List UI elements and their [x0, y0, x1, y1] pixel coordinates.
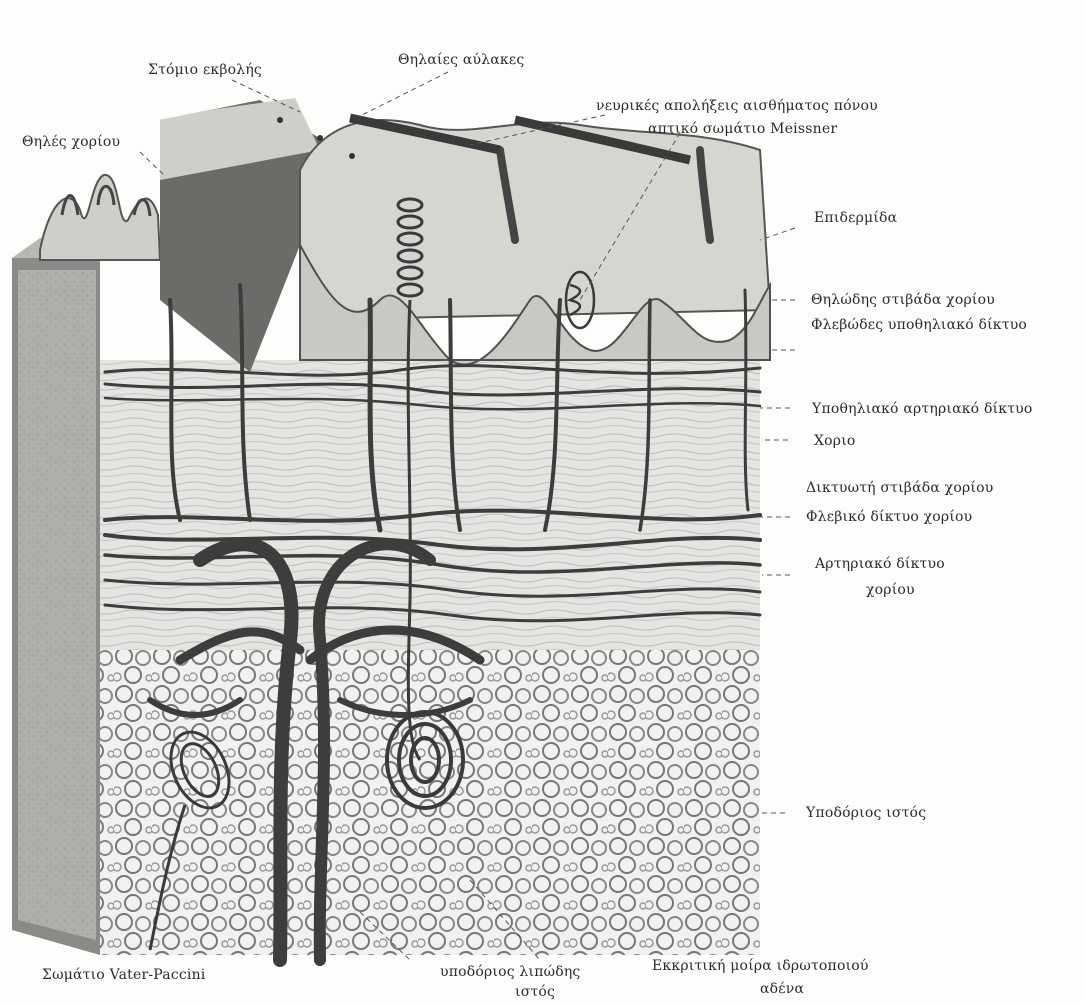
label-chorio: Χοριο	[814, 433, 856, 450]
label-neurikes-apolixeis: νευρικές απολήξεις αισθήματος πόνου	[596, 98, 878, 115]
label-flevodes-diktyo: Φλεβώδες υποθηλιακό δίκτυο	[811, 317, 1027, 334]
label-fleviko-diktyo: Φλεβικό δίκτυο χορίου	[806, 509, 972, 526]
label-arteriako-ypothiliako: Υποθηλιακό αρτηριακό δίκτυο	[812, 401, 1033, 418]
label-ypodorios-lipodis-line2: ιστός	[515, 984, 555, 1001]
dermal-papillae-left	[40, 175, 160, 260]
label-diktyoti-stivada: Δικτυωτή στιβάδα χορίου	[806, 480, 993, 497]
epidermis-layer	[160, 98, 770, 372]
subcutaneous-tissue-block	[100, 645, 760, 955]
label-thiles-choriou: Θηλές χορίου	[22, 134, 120, 151]
label-somatio-vater: Σωμάτιο Vater-Paccini	[42, 967, 205, 984]
label-thilodis-stivada: Θηλώδης στιβάδα χορίου	[811, 292, 995, 309]
label-arteriako-diktyo-line2: χορίου	[866, 582, 915, 599]
label-stomio-ekvolis: Στόμιο εκβολής	[148, 62, 262, 79]
label-ekkritiki-moira-line1: Εκκριτική μοίρα ιδρωτοποιού	[652, 958, 869, 975]
label-arteriako-diktyo-line1: Αρτηριακό δίκτυο	[815, 556, 945, 573]
label-ekkritiki-moira-line2: αδένα	[760, 981, 804, 998]
label-ypodorios-istos: Υποδόριος ιστός	[806, 805, 926, 822]
label-thilaies-aulakes: Θηλαίες αύλακες	[398, 52, 524, 69]
label-epidermida: Επιδερμίδα	[814, 210, 897, 227]
label-aptiko-somatio: απτικό σωμάτιο Meissner	[648, 121, 837, 138]
label-ypodorios-lipodis-line1: υποδόριος λιπώδης	[440, 964, 580, 981]
